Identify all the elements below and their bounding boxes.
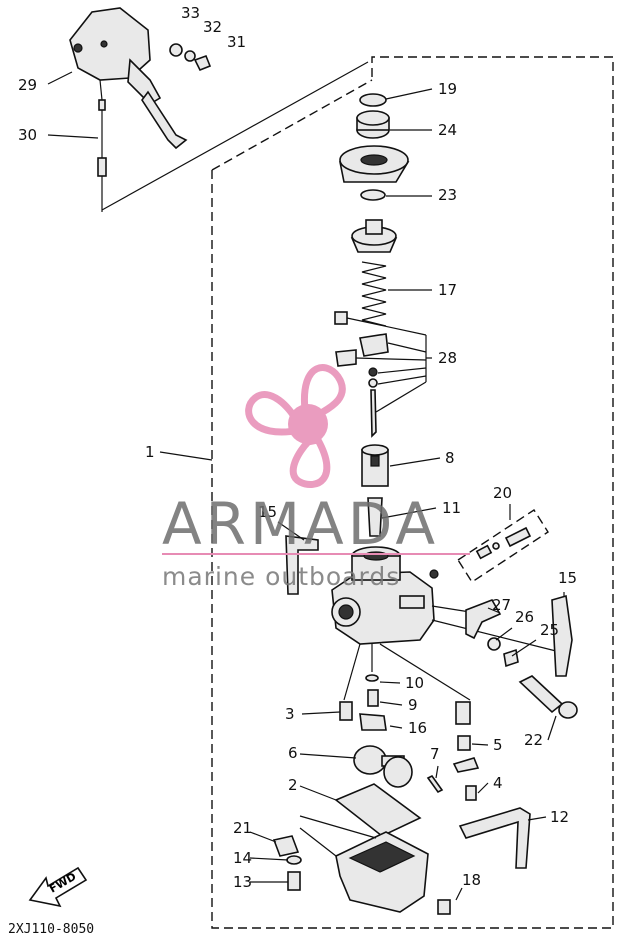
main-jet-part [367, 689, 379, 707]
callout-10: 10 [405, 674, 424, 692]
watermark-name: ARMADA [162, 490, 440, 558]
throttle-valve-part [361, 444, 389, 487]
small-screw-part [465, 785, 477, 801]
carburetor-body-part [331, 546, 561, 701]
plunger-cap-part [350, 219, 398, 253]
callout-13: 13 [233, 873, 252, 891]
float-chamber-part [299, 815, 429, 913]
callout-24: 24 [438, 121, 457, 139]
callout-15: 15 [258, 503, 277, 521]
callout-20: 20 [493, 484, 512, 502]
callout-7: 7 [430, 745, 440, 763]
callout-2: 2 [288, 776, 298, 794]
float-pin-part [426, 774, 444, 794]
ring-nut-part [339, 145, 410, 183]
callout-16: 16 [408, 719, 427, 737]
callout-8: 8 [445, 449, 455, 467]
main-jet-washer-part [365, 674, 379, 682]
throttle-linkage-line [101, 61, 369, 212]
float-part [353, 745, 413, 788]
needle-clip-set-part [334, 311, 427, 438]
overflow-hose-part [458, 807, 531, 869]
callout-11: 11 [442, 499, 461, 517]
callout-14: 14 [233, 849, 252, 867]
callout-30: 30 [18, 126, 37, 144]
callout-26: 26 [515, 608, 534, 626]
throttle-spring-part [361, 261, 387, 327]
callout-5: 5 [493, 736, 503, 754]
callout-22: 22 [524, 731, 543, 749]
drain-bolt-part [437, 899, 451, 915]
drain-screw-set-part [452, 701, 480, 773]
callout-9: 9 [408, 696, 418, 714]
callout-3: 3 [285, 705, 295, 723]
callout-1: 1 [145, 443, 155, 461]
throttle-housing-part [69, 7, 188, 150]
callout-17: 17 [438, 281, 457, 299]
callout-21: 21 [233, 819, 252, 837]
callout-29: 29 [18, 76, 37, 94]
callout-15: 15 [558, 569, 577, 587]
armada-propeller-logo [245, 364, 346, 489]
callout-4: 4 [493, 774, 503, 792]
callout-6: 6 [288, 744, 298, 762]
watermark-tagline: marine outboards [162, 562, 401, 591]
cap-seal-part [359, 93, 387, 107]
fwd-arrow-icon: FWD [28, 866, 88, 908]
right-hose-part [551, 594, 573, 677]
left-hose-part [285, 535, 319, 595]
callout-31: 31 [227, 33, 246, 51]
assembly-dashed-frame [211, 56, 614, 929]
callout-18: 18 [462, 871, 481, 889]
callout-27: 27 [492, 596, 511, 614]
chamber-screw-part [287, 871, 301, 891]
callout-19: 19 [438, 80, 457, 98]
float-chamber-gasket-part [334, 783, 422, 837]
diagram-code: 2XJ110-8050 [8, 922, 95, 937]
o-ring-part [360, 189, 386, 201]
callout-28: 28 [438, 349, 457, 367]
choke-plunger-part [518, 675, 578, 719]
callout-32: 32 [203, 18, 222, 36]
jet-holder-part [359, 713, 387, 731]
screw-washer-set-part [169, 43, 212, 72]
washer-part [286, 855, 302, 865]
top-cap-part [356, 110, 390, 139]
pilot-screw-set-part [457, 509, 549, 583]
throttle-cable-part [97, 99, 107, 177]
callout-25: 25 [540, 621, 559, 639]
callout-33: 33 [181, 4, 200, 22]
leader-lines [47, 71, 565, 901]
needle-jet-part [367, 497, 383, 537]
pilot-jet-part [339, 701, 353, 721]
bracket-part [272, 835, 300, 857]
callout-12: 12 [550, 808, 569, 826]
callout-23: 23 [438, 186, 457, 204]
